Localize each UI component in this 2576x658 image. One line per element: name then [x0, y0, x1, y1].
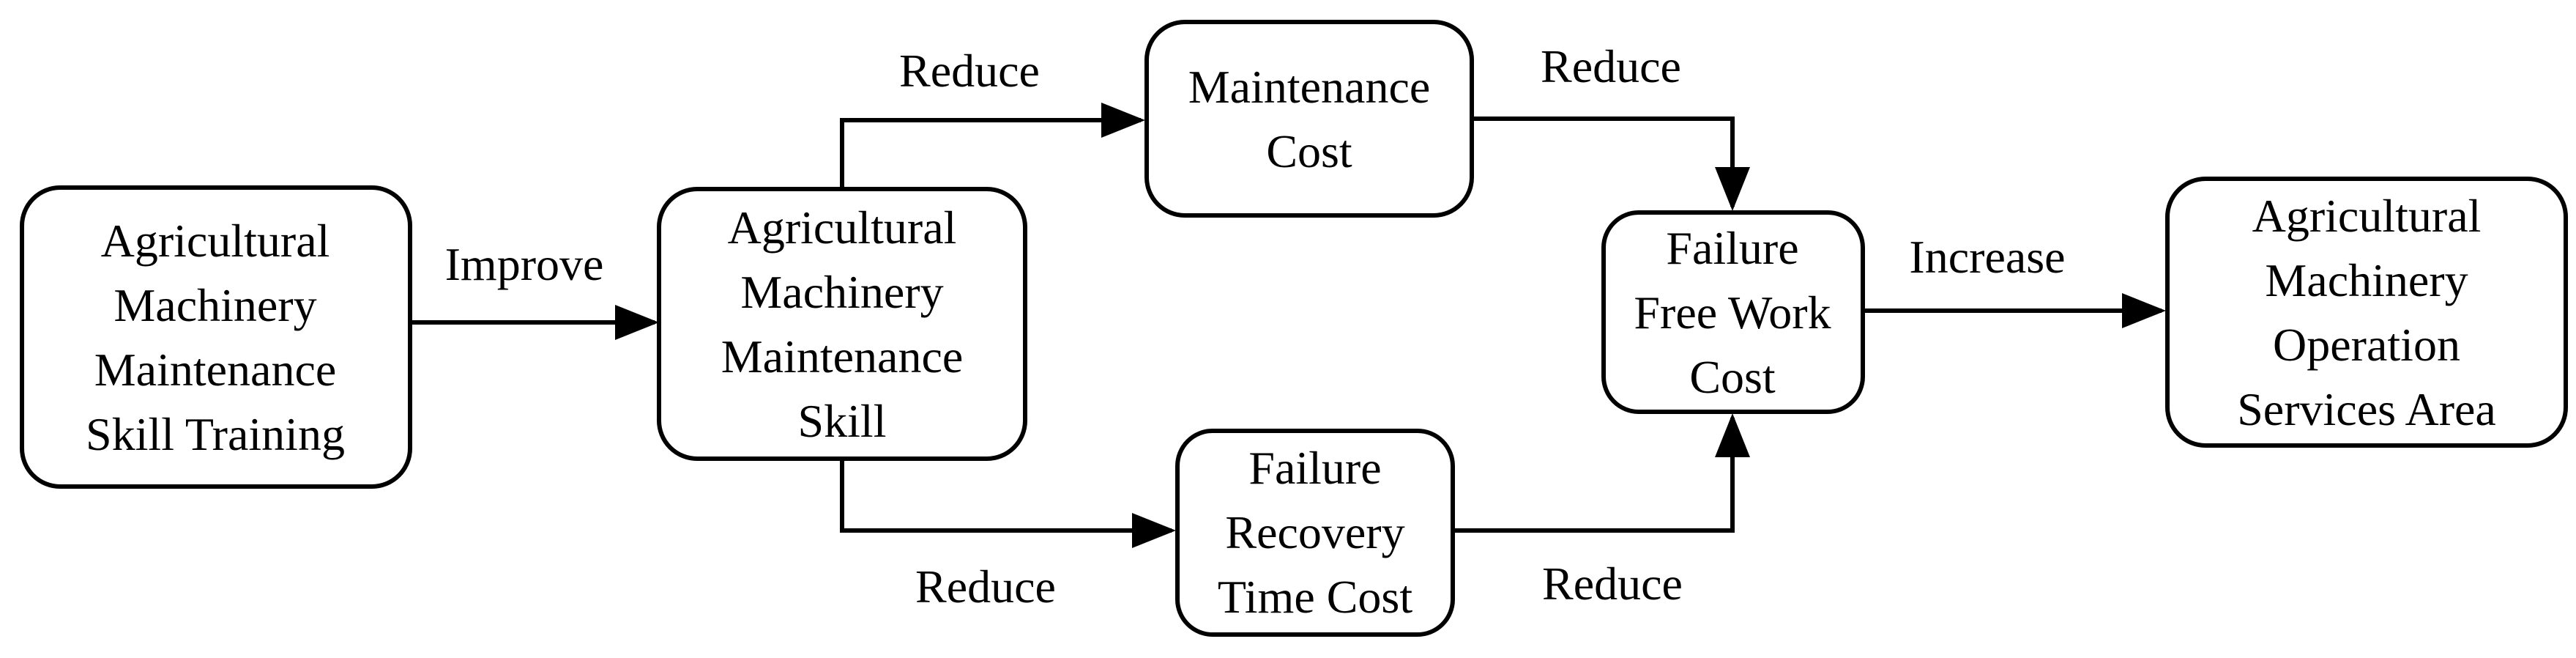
node-maintenance-skill-line3: Maintenance — [721, 330, 964, 382]
edge-reduce-bottom-left-arrow — [840, 457, 1176, 548]
node-maintenance-cost-line2: Cost — [1266, 125, 1352, 177]
node-skill-training-line1: Agricultural — [101, 215, 330, 267]
node-operation-services-area-line3: Operation — [2273, 319, 2460, 371]
edge-label-reduce-bottom-left: Reduce — [915, 561, 1056, 613]
node-operation-services-area-box — [2165, 177, 2568, 448]
node-operation-services-area: Agricultural Machinery Operation Service… — [2165, 177, 2568, 448]
node-maintenance-cost: Maintenance Cost — [1144, 20, 1474, 218]
edge-label-reduce-top-left: Reduce — [899, 45, 1040, 97]
node-maintenance-skill-box — [657, 187, 1027, 461]
node-maintenance-cost-line1: Maintenance — [1188, 61, 1431, 113]
node-maintenance-skill: Agricultural Machinery Maintenance Skill — [657, 187, 1027, 461]
edge-label-improve: Improve — [445, 238, 604, 290]
node-skill-training: Agricultural Machinery Maintenance Skill… — [20, 185, 412, 489]
node-failure-free-work-cost-line1: Failure — [1666, 222, 1798, 274]
edge-reduce-top-right-arrow — [1472, 117, 1750, 211]
node-operation-services-area-line4: Services Area — [2237, 383, 2496, 435]
edge-label-increase: Increase — [1909, 231, 2065, 283]
node-operation-services-area-line2: Machinery — [2265, 254, 2468, 306]
node-maintenance-skill-line2: Machinery — [740, 266, 943, 318]
node-maintenance-cost-box — [1144, 20, 1474, 218]
node-failure-free-work-cost-line2: Free Work — [1634, 287, 1831, 339]
edge-label-reduce-top-right: Reduce — [1541, 40, 1681, 92]
node-maintenance-skill-line4: Skill — [798, 395, 887, 447]
edge-label-reduce-bottom-right: Reduce — [1542, 558, 1683, 610]
edges — [410, 103, 2166, 548]
node-failure-recovery-time-cost-line2: Recovery — [1225, 506, 1404, 558]
node-failure-free-work-cost-box — [1601, 210, 1865, 414]
node-failure-recovery-time-cost-line3: Time Cost — [1218, 571, 1412, 623]
edge-reduce-top-left-arrow — [840, 103, 1145, 189]
node-failure-recovery-time-cost-box — [1175, 429, 1455, 637]
edge-reduce-bottom-right-arrow — [1453, 413, 1750, 533]
node-maintenance-skill-line1: Agricultural — [728, 202, 957, 254]
node-skill-training-box — [20, 185, 412, 489]
node-failure-recovery-time-cost: Failure Recovery Time Cost — [1175, 429, 1455, 637]
node-failure-free-work-cost: Failure Free Work Cost — [1601, 210, 1865, 414]
node-operation-services-area-line1: Agricultural — [2252, 190, 2482, 242]
node-skill-training-line4: Skill Training — [86, 408, 345, 460]
node-skill-training-line3: Maintenance — [94, 344, 337, 396]
node-skill-training-line2: Machinery — [113, 279, 316, 331]
nodes: Agricultural Machinery Maintenance Skill… — [20, 20, 2568, 637]
node-failure-recovery-time-cost-line1: Failure — [1248, 442, 1381, 494]
node-failure-free-work-cost-line3: Cost — [1689, 351, 1776, 403]
edge-labels: Improve Reduce Reduce Reduce Reduce Incr… — [445, 40, 2066, 613]
